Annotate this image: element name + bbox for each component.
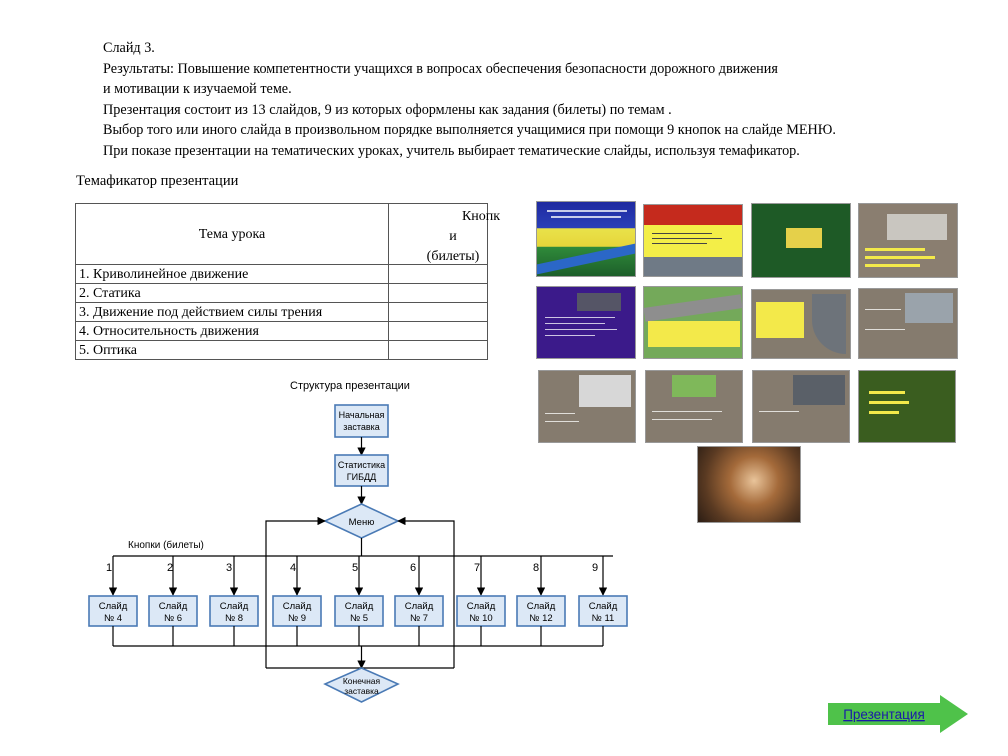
slide-box: Слайд № 5 xyxy=(334,595,384,627)
intro-line: Результаты: Повышение компетентности уча… xyxy=(103,60,778,77)
svg-text:№ 11: № 11 xyxy=(592,613,615,624)
header-buttons-line2: и xyxy=(449,229,457,244)
slide-thumbnail xyxy=(536,286,636,359)
temafikator-title: Темафикатор презентации xyxy=(76,173,239,189)
header-buttons-line3: (билеты) xyxy=(426,249,480,264)
slide-thumbnail xyxy=(751,289,851,359)
header-buttons: Кнопк и (билеты) xyxy=(388,203,500,265)
slide-box: Слайд № 11 xyxy=(578,595,628,627)
table-row: 5. Оптика xyxy=(75,340,488,360)
button-number: 1 xyxy=(106,562,112,574)
slide-box: Слайд № 9 xyxy=(272,595,322,627)
button-number: 9 xyxy=(592,562,598,574)
start-box-label: Начальная xyxy=(339,410,385,420)
svg-text:Слайд: Слайд xyxy=(283,601,312,612)
slide-thumbnail xyxy=(538,370,636,443)
topic-cell: 5. Оптика xyxy=(75,340,389,360)
svg-text:Слайд: Слайд xyxy=(589,601,618,612)
slide-thumbnail xyxy=(858,370,956,443)
slide-thumbnail xyxy=(752,370,850,443)
table-row: 3. Движение под действием силы трения xyxy=(75,302,488,322)
slide-thumbnail xyxy=(751,203,851,278)
end-shape xyxy=(323,667,400,703)
svg-text:№ 9: № 9 xyxy=(288,613,306,624)
header-buttons-line1: Кнопк xyxy=(461,209,501,224)
svg-text:№ 8: № 8 xyxy=(225,613,243,624)
svg-text:№ 12: № 12 xyxy=(529,613,552,624)
slide-box: Слайд № 6 xyxy=(148,595,198,627)
slide-thumbnail xyxy=(858,288,958,359)
svg-text:Слайд: Слайд xyxy=(467,601,496,612)
slide-thumbnail xyxy=(645,370,743,443)
slide-box: Слайд № 10 xyxy=(456,595,506,627)
topic-cell: 2. Статика xyxy=(75,283,389,303)
stats-box-label: ГИБДД xyxy=(347,472,376,482)
start-box-label: заставка xyxy=(343,422,380,432)
svg-text:№ 10: № 10 xyxy=(469,613,492,624)
svg-text:Слайд: Слайд xyxy=(99,601,128,612)
stats-box-label: Статистика xyxy=(338,460,385,470)
svg-text:Слайд: Слайд xyxy=(405,601,434,612)
end-shape-label: Конечная xyxy=(343,676,381,686)
slide-box: Слайд № 4 xyxy=(88,595,138,627)
start-box xyxy=(334,404,389,438)
button-number: 7 xyxy=(474,562,480,574)
slide-box: Слайд № 8 xyxy=(209,595,259,627)
svg-text:№ 6: № 6 xyxy=(164,613,182,624)
button-number: 6 xyxy=(410,562,416,574)
button-number: 3 xyxy=(226,562,232,574)
menu-label: Меню xyxy=(349,517,375,528)
button-number: 2 xyxy=(167,562,173,574)
intro-line: Презентация состоит из 13 слайдов, 9 из … xyxy=(103,101,672,118)
slide-thumbnail xyxy=(643,286,743,359)
slide-thumbnail xyxy=(643,204,743,277)
button-number: 4 xyxy=(290,562,296,574)
svg-text:Слайд: Слайд xyxy=(220,601,249,612)
slide-thumbnail xyxy=(697,446,801,523)
slide-box: Слайд № 12 xyxy=(516,595,566,627)
intro-line: Слайд 3. xyxy=(103,40,155,56)
diagram-title: Структура презентации xyxy=(290,380,410,392)
slide-thumbnail xyxy=(858,203,958,278)
buttons-cell xyxy=(388,340,488,360)
svg-text:Слайд: Слайд xyxy=(527,601,556,612)
topic-cell: 3. Движение под действием силы трения xyxy=(75,302,389,322)
intro-line: При показе презентации на тематических у… xyxy=(103,142,800,159)
slide-box: Слайд № 7 xyxy=(394,595,444,627)
svg-text:Слайд: Слайд xyxy=(159,601,188,612)
stats-box xyxy=(334,454,389,487)
arrow-right-icon xyxy=(828,695,968,733)
intro-line: и мотивации к изучаемой теме. xyxy=(103,81,292,98)
buttons-label: Кнопки (билеты) xyxy=(128,539,204,551)
intro-text: Слайд 3. Результаты: Повышение компетент… xyxy=(103,38,1003,162)
svg-text:№ 7: № 7 xyxy=(410,613,428,624)
intro-line: Выбор того или иного слайда в произвольн… xyxy=(103,122,836,139)
button-number: 5 xyxy=(352,562,358,574)
svg-text:№ 4: № 4 xyxy=(104,613,122,624)
table-row: 1. Криволинейное движение xyxy=(75,264,488,284)
presentation-button-label: Презентация xyxy=(843,707,925,722)
end-shape-label: заставка xyxy=(344,686,379,696)
svg-text:№ 5: № 5 xyxy=(350,613,368,624)
temafikator-table: Тема урока Кнопк и (билеты) 1. Криволине… xyxy=(75,203,500,360)
presentation-button[interactable]: Презентация xyxy=(828,695,968,733)
svg-text:Слайд: Слайд xyxy=(345,601,374,612)
button-number: 8 xyxy=(533,562,539,574)
slide-thumbnail xyxy=(536,201,636,277)
